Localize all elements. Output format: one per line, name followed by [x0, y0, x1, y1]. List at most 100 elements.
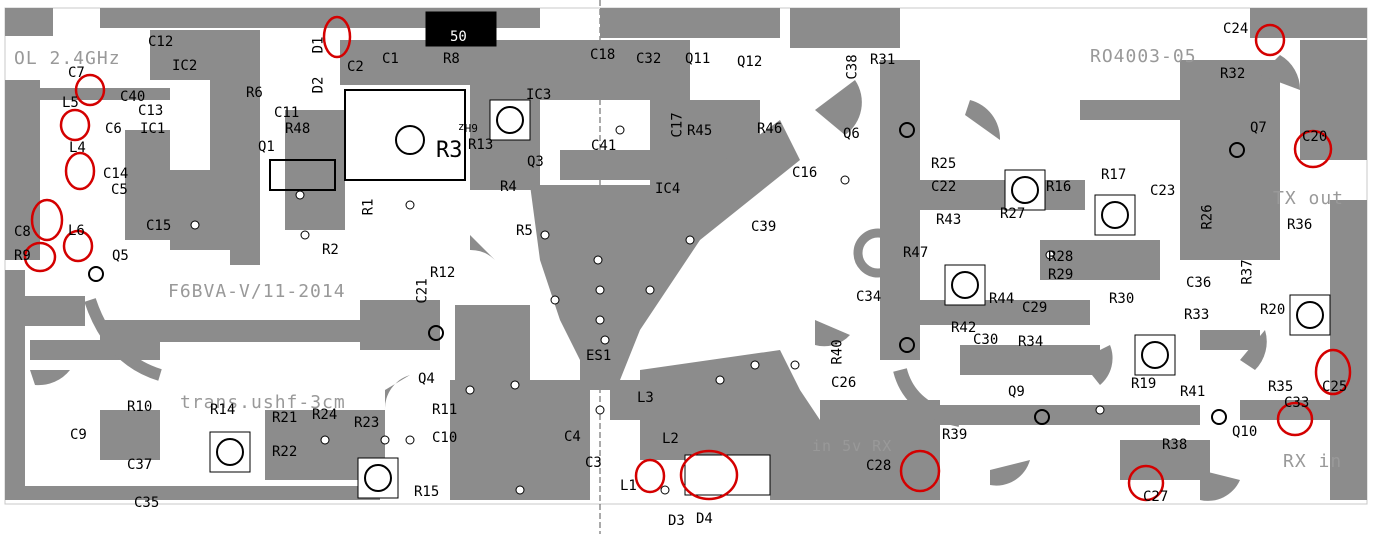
label-c16: C16 — [792, 165, 818, 181]
label-r46: R46 — [757, 121, 783, 137]
label-l4: L4 — [69, 140, 86, 156]
label-r31: R31 — [870, 52, 896, 68]
label-c32: C32 — [636, 51, 662, 67]
copper-layer — [5, 8, 1367, 501]
label-r30: R30 — [1109, 291, 1135, 307]
label-r41: R41 — [1180, 384, 1206, 400]
label-r13: R13 — [468, 137, 494, 153]
label-r25: R25 — [931, 156, 957, 172]
label-r27: R27 — [1000, 206, 1026, 222]
label-ic2: IC2 — [172, 58, 198, 74]
label-d2: D2 — [310, 76, 327, 94]
material-label: RO4003-05 — [1090, 46, 1197, 67]
label-l6: L6 — [68, 223, 85, 239]
label-d3: D3 — [668, 513, 685, 529]
tx-port-label: TX out — [1273, 188, 1345, 209]
author-date-label: F6BVA-V/11-2014 — [168, 281, 346, 302]
label-r34: R34 — [1018, 334, 1044, 350]
label-c24: C24 — [1223, 21, 1249, 37]
trimmers — [88, 106, 1324, 492]
label-c10: C10 — [432, 430, 458, 446]
label-r4: R4 — [500, 179, 517, 195]
label-r11: R11 — [432, 402, 458, 418]
label-q5: Q5 — [112, 248, 129, 264]
label-c8: C8 — [14, 224, 31, 240]
label-r7: R7 — [448, 17, 465, 33]
label-r21: R21 — [272, 410, 298, 426]
label-r45: R45 — [687, 123, 713, 139]
label-c22: C22 — [931, 179, 957, 195]
label-c13: C13 — [138, 103, 164, 119]
label-q3: Q3 — [527, 154, 544, 170]
label-r2: R2 — [322, 242, 339, 258]
label-q4: Q4 — [418, 371, 435, 387]
label-r12: R12 — [430, 265, 456, 281]
frequency-label: OL 2.4GHz — [14, 48, 121, 69]
label-c11: C11 — [274, 105, 300, 121]
label-c17: C17 — [669, 112, 686, 138]
label-d1: D1 — [310, 36, 327, 54]
label-c39: C39 — [751, 219, 777, 235]
label-r26: R26 — [1199, 204, 1216, 230]
label-r29: R29 — [1048, 267, 1074, 283]
label-q7: Q7 — [1250, 120, 1267, 136]
label-c27: C27 — [1143, 489, 1169, 505]
label-r37: R37 — [1239, 259, 1256, 285]
label-c37: C37 — [127, 457, 153, 473]
label-q12: Q12 — [737, 54, 763, 70]
label-r42: R42 — [951, 320, 977, 336]
label-q6: Q6 — [843, 126, 860, 142]
label-c7: C7 — [68, 65, 85, 81]
label-r15: R15 — [414, 484, 440, 500]
label-c6: C6 — [105, 121, 122, 137]
label-c20: C20 — [1302, 129, 1328, 145]
project-label: trans.ushf-3cm — [180, 392, 346, 413]
label-r9: R9 — [14, 248, 31, 264]
label-l1: L1 — [620, 478, 637, 494]
label-c30: C30 — [973, 332, 999, 348]
label-c34: C34 — [856, 289, 882, 305]
label-l5: L5 — [62, 95, 79, 111]
label-r28: R28 — [1048, 249, 1074, 265]
label-r20: R20 — [1260, 302, 1286, 318]
label-r8: R8 — [443, 51, 460, 67]
label-c3: C3 — [585, 455, 602, 471]
label-c23: C23 — [1150, 183, 1176, 199]
label-r14: R14 — [210, 402, 236, 418]
label-c33: C33 — [1284, 395, 1310, 411]
label-r32: R32 — [1220, 66, 1246, 82]
label-c36: C36 — [1186, 275, 1212, 291]
label-es1: ES1 — [586, 348, 612, 364]
label-r3: R3 — [436, 138, 463, 163]
label-c12: C12 — [148, 34, 174, 50]
label-c38: C38 — [844, 54, 861, 80]
label-r17: R17 — [1101, 167, 1127, 183]
label-c29: C29 — [1022, 300, 1048, 316]
label-q9: Q9 — [1008, 384, 1025, 400]
label-q11: Q11 — [685, 51, 711, 67]
label-q1: Q1 — [258, 139, 275, 155]
label-r40: R40 — [829, 339, 846, 365]
label-r10: R10 — [127, 399, 153, 415]
label-r16: R16 — [1046, 179, 1072, 195]
label-c5: C5 — [111, 182, 128, 198]
label-r1: R1 — [360, 198, 377, 216]
label-c4: C4 — [564, 429, 581, 445]
label-c26: C26 — [831, 375, 857, 391]
red-markers — [23, 15, 1352, 502]
label-c25: C25 — [1322, 379, 1348, 395]
mirrored-text: 6Hz — [458, 121, 478, 134]
label-r44: R44 — [989, 291, 1015, 307]
label-l2: L2 — [662, 431, 679, 447]
rx-port-label: RX in — [1283, 451, 1343, 472]
label-r24: R24 — [312, 407, 338, 423]
label-r39: R39 — [942, 427, 968, 443]
label-r47: R47 — [903, 245, 929, 261]
label-c2: C2 — [347, 59, 364, 75]
rx-supply-label: in 5v RX — [812, 437, 893, 455]
r7-value: 50 — [450, 29, 467, 45]
label-r19: R19 — [1131, 376, 1157, 392]
label-r33: R33 — [1184, 307, 1210, 323]
label-c40: C40 — [120, 89, 146, 105]
